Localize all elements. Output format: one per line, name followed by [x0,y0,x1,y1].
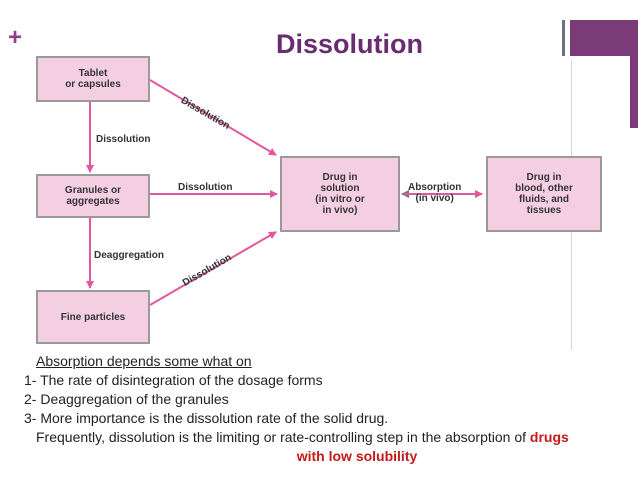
arrow-tablet-to-solution [149,79,277,156]
notes-highlight-drugs: drugs [529,429,569,445]
title-decoration-thin-bar [562,20,565,56]
notes-item-3: 3- More importance is the dissolution ra… [24,410,389,426]
label-deaggregation: Deaggregation [94,250,165,261]
box-fine-particles: Fine particles [36,290,150,344]
notes-sentence-line: Frequently, dissolution is the limiting … [36,428,630,447]
slide-title: Dissolution [276,29,423,59]
title-decoration-thick-bar [570,20,638,56]
box-drug-in-blood: Drug in blood, other fluids, and tissues [486,156,602,232]
notes-heading: Absorption depends some what on [36,353,252,369]
label-absorption-in-vivo: Absorption (in vivo) [408,182,462,204]
box-granules-or-aggregates: Granules or aggregates [36,174,150,218]
notes-highlight-line: with low solubility [84,447,630,466]
box-tablet-or-capsules: Tablet or capsules [36,56,150,102]
label-dissolution-horizontal: Dissolution [178,182,233,193]
notes-highlight-low-solubility: with low solubility [296,448,418,464]
notes-sentence: Frequently, dissolution is the limiting … [36,429,526,445]
arrow-fine-to-solution [149,231,277,306]
plus-icon: + [8,24,23,51]
notes-block: Absorption depends some what on 1- The r… [24,352,630,466]
title-decoration-tail [630,56,638,128]
box-drug-in-solution: Drug in solution (in vitro or in vivo) [280,156,400,232]
label-dissolution-vertical: Dissolution [96,134,151,145]
notes-item-1: 1- The rate of disintegration of the dos… [24,372,323,388]
notes-item-2: 2- Deaggregation of the granules [24,391,229,407]
